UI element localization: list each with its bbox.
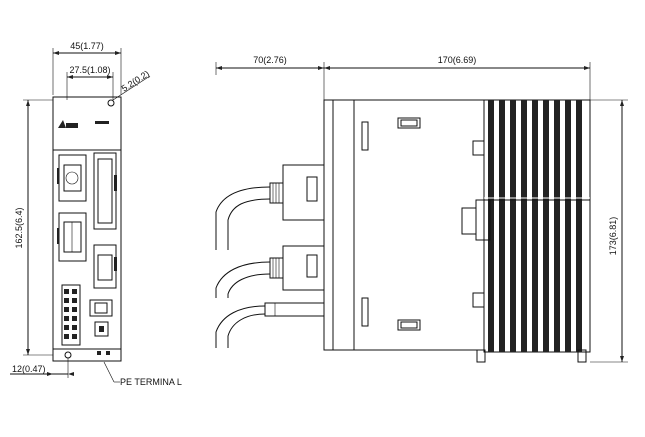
- vent-bottom: [397, 319, 421, 331]
- front-view: 45(1.77) 27.5(1.08) 5.2(0.2): [10, 41, 182, 387]
- heatsink-fins: [488, 100, 582, 352]
- connector-cn4: [58, 212, 87, 262]
- logo-mark: [58, 120, 66, 128]
- side-body: [323, 99, 485, 351]
- front-inner-width-label: 27.5(1.08): [69, 65, 110, 75]
- front-height-label: 162.5(6.4): [14, 207, 24, 248]
- vent-top: [397, 117, 421, 129]
- terminal-strip: [61, 284, 81, 346]
- pe-terminal-label: PE TERMINA L: [120, 377, 182, 387]
- bottom-offset-label: 12(0.47): [12, 364, 46, 374]
- usb-port: [89, 299, 113, 317]
- side-left-depth-label: 70(2.76): [253, 55, 287, 65]
- cable-plug-upper: [215, 164, 325, 250]
- cable-plug-lower: [215, 302, 325, 348]
- connector-cn3: [58, 154, 87, 202]
- connector-cn1: [93, 152, 117, 230]
- cable-plug-middle: [215, 245, 325, 298]
- mount-hole-bottom: [64, 351, 72, 359]
- mount-hole-top: [107, 99, 115, 107]
- front-width-label: 45(1.77): [70, 41, 104, 51]
- side-height-label: 173(6.81): [608, 217, 618, 256]
- side-depth-label: 170(6.69): [438, 55, 477, 65]
- side-view: 70(2.76) 170(6.69): [215, 55, 628, 363]
- connector-cn2: [93, 244, 117, 289]
- mount-hole-label: 5.2(0.2): [120, 68, 151, 93]
- cn5-port: [94, 321, 109, 337]
